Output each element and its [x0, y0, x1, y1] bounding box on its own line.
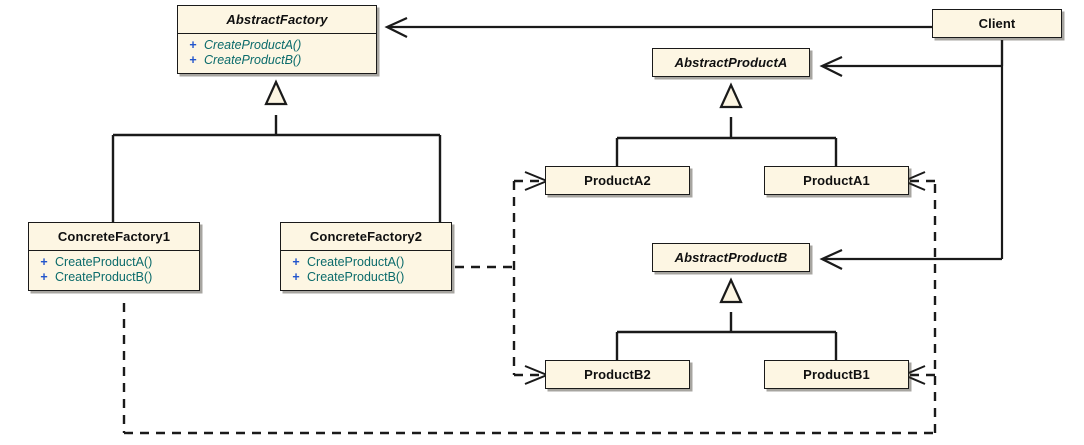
- class-productb1[interactable]: ProductB1: [764, 360, 909, 389]
- visibility-marker: +: [40, 255, 48, 269]
- association-client-to-abstractfactory: [384, 16, 932, 38]
- class-producta1[interactable]: ProductA1: [764, 166, 909, 195]
- operation-signature: CreateProductB(): [55, 270, 153, 284]
- class-name-abstractproducta: AbstractProductA: [674, 55, 788, 70]
- class-divider: [178, 33, 376, 34]
- generalization-concretefactories-to-abstractfactory: [111, 79, 442, 222]
- class-name-concretefactory1: ConcreteFactory1: [57, 229, 171, 244]
- association-client-to-abstractproducta: [819, 40, 1004, 77]
- visibility-marker: +: [189, 38, 197, 52]
- open-arrowhead-icon: [819, 55, 843, 77]
- hollow-triangle-icon: [719, 82, 743, 109]
- class-abstractfactory[interactable]: AbstractFactory + CreateProductA() + Cre…: [177, 5, 377, 74]
- class-name-producta1: ProductA1: [803, 173, 870, 188]
- visibility-marker: +: [292, 270, 300, 284]
- operation-signature: CreateProductB(): [204, 53, 302, 67]
- operation-signature: CreateProductA(): [55, 255, 153, 269]
- class-name-productb1: ProductB1: [803, 367, 870, 382]
- class-concretefactory1[interactable]: ConcreteFactory1 + CreateProductA() + Cr…: [28, 222, 200, 291]
- class-name-abstractproductb: AbstractProductB: [674, 250, 788, 265]
- operation-row: + CreateProductB(): [33, 270, 195, 285]
- operation-signature: CreateProductB(): [307, 270, 405, 284]
- visibility-marker: +: [292, 255, 300, 269]
- operations-concretefactory1: + CreateProductA() + CreateProductB(): [29, 251, 199, 290]
- class-divider: [29, 250, 199, 251]
- visibility-marker: +: [189, 53, 197, 67]
- class-client[interactable]: Client: [932, 9, 1062, 38]
- visibility-marker: +: [40, 270, 48, 284]
- operation-signature: CreateProductA(): [307, 255, 405, 269]
- operation-signature: CreateProductA(): [204, 38, 302, 52]
- operation-row: + CreateProductA(): [285, 255, 447, 270]
- class-producta2[interactable]: ProductA2: [545, 166, 690, 195]
- class-divider: [281, 250, 451, 251]
- open-arrowhead-icon: [819, 248, 843, 270]
- operation-row: + CreateProductB(): [182, 53, 372, 68]
- class-abstractproductb[interactable]: AbstractProductB: [652, 243, 810, 272]
- hollow-triangle-icon: [264, 79, 288, 106]
- generalization-productas-to-abstractproducta: [615, 82, 838, 168]
- operation-row: + CreateProductB(): [285, 270, 447, 285]
- class-concretefactory2[interactable]: ConcreteFactory2 + CreateProductA() + Cr…: [280, 222, 452, 291]
- association-client-to-abstractproductb: [819, 40, 1004, 270]
- operations-concretefactory2: + CreateProductA() + CreateProductB(): [281, 251, 451, 290]
- open-arrowhead-icon: [384, 16, 408, 38]
- dependency-concretefactory1-to-products1: [122, 171, 937, 435]
- operation-row: + CreateProductA(): [182, 38, 372, 53]
- class-name-concretefactory2: ConcreteFactory2: [309, 229, 423, 244]
- operations-abstractfactory: + CreateProductA() + CreateProductB(): [178, 34, 376, 73]
- hollow-triangle-icon: [719, 277, 743, 304]
- class-abstractproducta[interactable]: AbstractProductA: [652, 48, 810, 77]
- operation-row: + CreateProductA(): [33, 255, 195, 270]
- generalization-productbs-to-abstractproductb: [615, 277, 838, 362]
- class-name-producta2: ProductA2: [584, 173, 651, 188]
- dependency-concretefactory2-to-products2: [455, 171, 550, 385]
- class-name-client: Client: [978, 16, 1016, 31]
- class-name-abstractfactory: AbstractFactory: [226, 12, 328, 27]
- class-name-productb2: ProductB2: [584, 367, 651, 382]
- class-productb2[interactable]: ProductB2: [545, 360, 690, 389]
